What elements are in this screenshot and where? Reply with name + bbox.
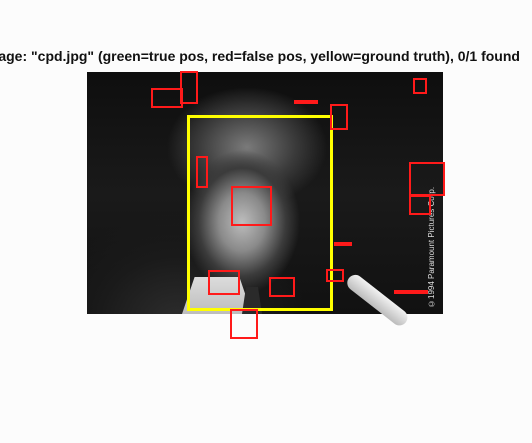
- false-positive-box: [394, 290, 428, 294]
- false-positive-box: [196, 156, 208, 188]
- false-positive-box: [180, 71, 198, 104]
- false-positive-box: [208, 270, 240, 295]
- false-positive-box: [151, 88, 183, 108]
- ground-truth-box: [187, 115, 333, 311]
- photo-microphone: [344, 271, 411, 329]
- false-positive-box: [230, 309, 258, 339]
- figure-title: Image: "cpd.jpg" (green=true pos, red=fa…: [0, 48, 532, 68]
- false-positive-box: [330, 104, 348, 130]
- false-positive-box: [334, 242, 352, 246]
- photo-tie: [242, 287, 262, 314]
- false-positive-box: [413, 78, 427, 94]
- false-positive-box: [294, 100, 318, 104]
- false-positive-box: [231, 186, 272, 226]
- figure-title-text: Image: "cpd.jpg" (green=true pos, red=fa…: [0, 48, 520, 64]
- false-positive-box: [269, 277, 295, 297]
- false-positive-box: [409, 162, 445, 196]
- false-positive-box: [409, 195, 431, 215]
- face-photo: ©1994 Paramount Pictures Corp.: [87, 72, 443, 329]
- false-positive-box: [326, 269, 344, 282]
- photo-shirt: [182, 277, 252, 314]
